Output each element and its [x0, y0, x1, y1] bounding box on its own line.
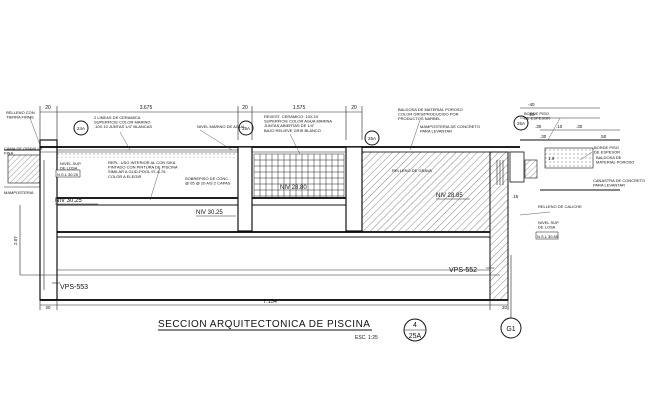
rdim-8: 1.9	[548, 156, 555, 161]
niv-mid: NIV 30.25	[196, 210, 223, 216]
left-deck	[4, 139, 58, 301]
drawing-title: SECCION ARQUITECTONICA DE PISCINA	[158, 319, 370, 330]
rdim-1: -20	[528, 112, 535, 117]
left-vertical-dimension: 2.07	[13, 205, 21, 275]
nsl-left: N.S.L 30.25	[57, 172, 79, 177]
bottom-dimension: 7.154 20	[39, 299, 509, 310]
level-marks: NIV 30.25 NIV 30.25 NIV 28.80 NIV 28.85 …	[55, 169, 559, 240]
dim-3675: 3.675	[140, 105, 153, 111]
dim-20-c: 20	[351, 105, 357, 111]
leader-line	[547, 117, 561, 141]
tag-24a: 24A	[77, 126, 85, 131]
tag-25a-b: 25A	[368, 136, 376, 141]
callout-ret-sub: RELLENO DE GRAVA	[392, 168, 432, 173]
top-dimension-chain: 20 3.675 20 1.575 20	[39, 105, 363, 140]
rdim-9: 20	[502, 305, 508, 310]
dim-20-a: 20	[45, 105, 51, 111]
nsl-right: N.S.L 30.85	[537, 234, 559, 239]
rdim-0: -40	[528, 102, 535, 107]
callout-nivel-sup-l: NIVEL SUP.DE LOSA	[60, 161, 81, 171]
tag-25a-a: 25A	[242, 126, 250, 131]
tag-25a-c: 25A	[517, 121, 525, 126]
grid-bubble: G1	[506, 326, 515, 333]
dim-vert-left: 2.07	[13, 236, 18, 245]
leader-line	[29, 117, 41, 146]
hatched-deep-fill	[57, 151, 509, 301]
leader-line	[409, 119, 421, 151]
rdim-4: .30	[576, 124, 583, 129]
ceramic-tile-grid	[253, 153, 345, 197]
title-block: SECCION ARQUITECTONICA DE PISCINA ESC. 1…	[158, 255, 522, 342]
vps-right: VPS-552	[449, 267, 477, 274]
right-deck	[362, 129, 620, 191]
leader-line	[149, 167, 161, 201]
sheet-ref-bottom: 25A	[409, 333, 422, 340]
right-dimension-set: -40 -20 .30 .10 .30 .30 .50 .15 1.9 20	[502, 102, 607, 310]
rdim-7: .15	[512, 194, 519, 199]
callout-nivel-sup: NIVEL SUP.DE LOSA	[538, 220, 559, 230]
callout-sobrepiso: SOBREPISO DE CONC.@ 05 @ 20 A/S 2 CAPAS	[185, 176, 231, 186]
leader-line	[519, 211, 551, 216]
leader-line	[289, 133, 301, 155]
vps-markers: VPS-553 VPS-552	[52, 267, 494, 291]
callout-relleno-caliche: RELLENO DE CALICHE	[538, 204, 582, 209]
niv-left: NIV 30.25	[55, 198, 82, 204]
drawing-scale: ESC. 1:25	[355, 335, 378, 341]
callout-mampostero-l: MAMPOSTERIA	[4, 190, 34, 195]
niv-right: NIV 28.85	[436, 193, 463, 199]
leader-line	[579, 151, 593, 161]
rdim-5: .30	[540, 134, 547, 139]
dim-7154: 7.154	[263, 299, 277, 305]
rdim-2: .30	[535, 124, 542, 129]
rdim-3: .10	[556, 124, 563, 129]
rdim-6: .50	[600, 134, 607, 139]
vps-left: VPS-553	[60, 284, 88, 291]
leader-line	[199, 129, 233, 151]
dim-20-left: 20	[45, 305, 51, 310]
section-tags: 24A 25A 25A 25A	[73, 115, 529, 146]
dim-1575: 1.575	[293, 105, 306, 111]
leader-line	[119, 131, 131, 151]
niv-center: NIV 28.80	[280, 185, 307, 191]
dim-20-b: 20	[242, 105, 248, 111]
callout-hilo-agua: NIVEL MARINO DE AGUA	[197, 124, 245, 129]
sheet-ref-top: 4	[413, 322, 417, 329]
